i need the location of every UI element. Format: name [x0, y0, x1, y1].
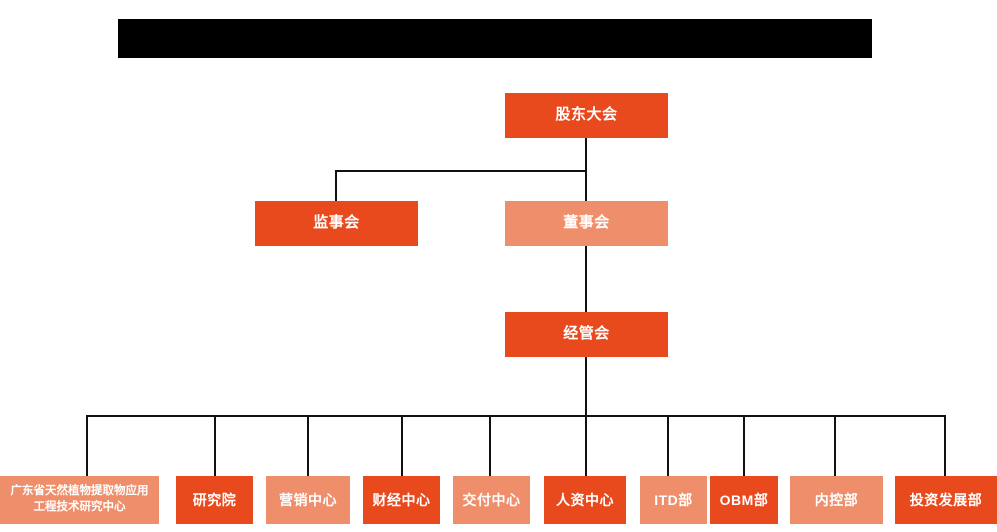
node-label: 内控部 [814, 491, 859, 508]
connector-drop-delivery-center [489, 415, 491, 476]
connector-drop-investment-development-department [944, 415, 946, 476]
connector-directors-to-management [585, 246, 587, 312]
node-hr-center[interactable]: 人资中心 [544, 476, 626, 524]
node-itd-department[interactable]: ITD部 [640, 476, 707, 524]
connector-drop-hr-center [585, 415, 587, 476]
node-label: ITD部 [654, 491, 693, 508]
connector-department-bus [86, 415, 946, 417]
node-research-institute[interactable]: 研究院 [176, 476, 253, 524]
node-label: 股东大会 [555, 106, 618, 124]
node-internal-control-department[interactable]: 内控部 [790, 476, 883, 524]
connector-management-down [585, 357, 587, 416]
connector-drop-obm-department [743, 415, 745, 476]
connector-drop-research-institute [214, 415, 216, 476]
connector-drop-finance-center [401, 415, 403, 476]
node-investment-development-department[interactable]: 投资发展部 [895, 476, 997, 524]
node-board-of-directors[interactable]: 董事会 [505, 201, 668, 246]
node-management-committee[interactable]: 经管会 [505, 312, 668, 357]
node-label: 研究院 [192, 491, 237, 508]
connector-level2-bus [335, 170, 587, 172]
node-gd-plant-extract-center[interactable]: 广东省天然植物提取物应用工程技术研究中心 [0, 476, 159, 524]
node-obm-department[interactable]: OBM部 [710, 476, 778, 524]
redacted-title-bar [118, 19, 872, 58]
node-label: 广东省天然植物提取物应用工程技术研究中心 [10, 485, 149, 513]
node-board-of-supervisors[interactable]: 监事会 [255, 201, 418, 246]
node-label: 财经中心 [372, 491, 431, 508]
connector-drop-internal-control-department [834, 415, 836, 476]
connector-to-directors [585, 170, 587, 201]
connector-to-supervisors [335, 170, 337, 201]
node-label: 投资发展部 [909, 491, 983, 508]
connector-drop-marketing-center [307, 415, 309, 476]
node-label: 经管会 [563, 325, 610, 343]
node-delivery-center[interactable]: 交付中心 [453, 476, 530, 524]
connector-drop-itd-department [667, 415, 669, 476]
node-label: 人资中心 [556, 491, 614, 508]
node-label: 监事会 [313, 214, 360, 232]
node-label: 营销中心 [279, 491, 337, 508]
connector-shareholders-down [585, 138, 587, 172]
node-label: 董事会 [563, 214, 610, 232]
connector-drop-gd-plant-extract-center [86, 415, 88, 476]
node-shareholders-meeting[interactable]: 股东大会 [505, 93, 668, 138]
node-finance-center[interactable]: 财经中心 [363, 476, 440, 524]
node-marketing-center[interactable]: 营销中心 [266, 476, 350, 524]
node-label: OBM部 [719, 491, 769, 508]
node-label: 交付中心 [462, 491, 521, 508]
